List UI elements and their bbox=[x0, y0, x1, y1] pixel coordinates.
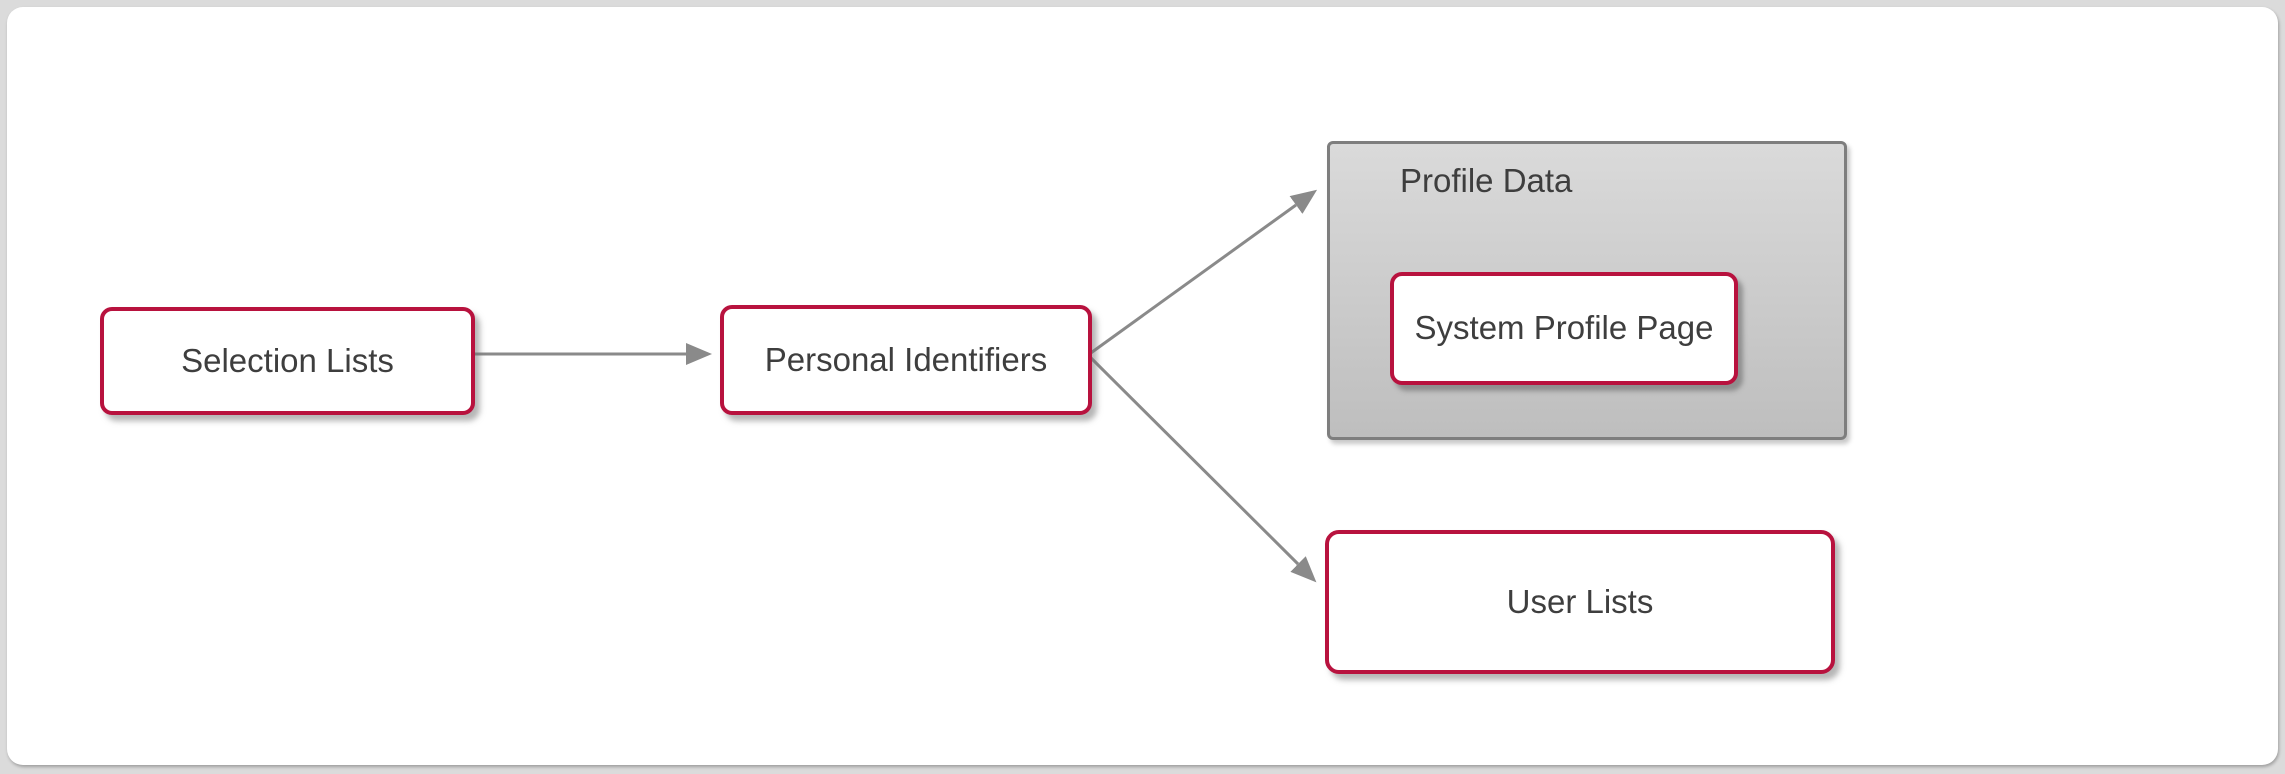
node-user-lists: User Lists bbox=[1325, 530, 1835, 674]
node-system-profile-page-label: System Profile Page bbox=[1414, 309, 1714, 347]
edge-personal-identifiers-to-user-lists bbox=[1086, 353, 1317, 583]
node-selection-lists-label: Selection Lists bbox=[181, 341, 394, 379]
edge-personal-identifiers-to-profile-data bbox=[1087, 189, 1318, 357]
node-selection-lists: Selection Lists bbox=[100, 307, 475, 415]
container-profile-data: Profile Data System Profile Page bbox=[1327, 141, 1847, 440]
node-system-profile-page: System Profile Page bbox=[1390, 272, 1738, 385]
node-user-lists-label: User Lists bbox=[1506, 582, 1654, 620]
node-personal-identifiers: Personal Identifiers bbox=[720, 305, 1092, 415]
diagram-canvas: Selection Lists Personal Identifiers Pro… bbox=[7, 7, 2278, 765]
container-profile-data-label: Profile Data bbox=[1400, 162, 1573, 199]
node-personal-identifiers-label: Personal Identifiers bbox=[764, 340, 1048, 378]
